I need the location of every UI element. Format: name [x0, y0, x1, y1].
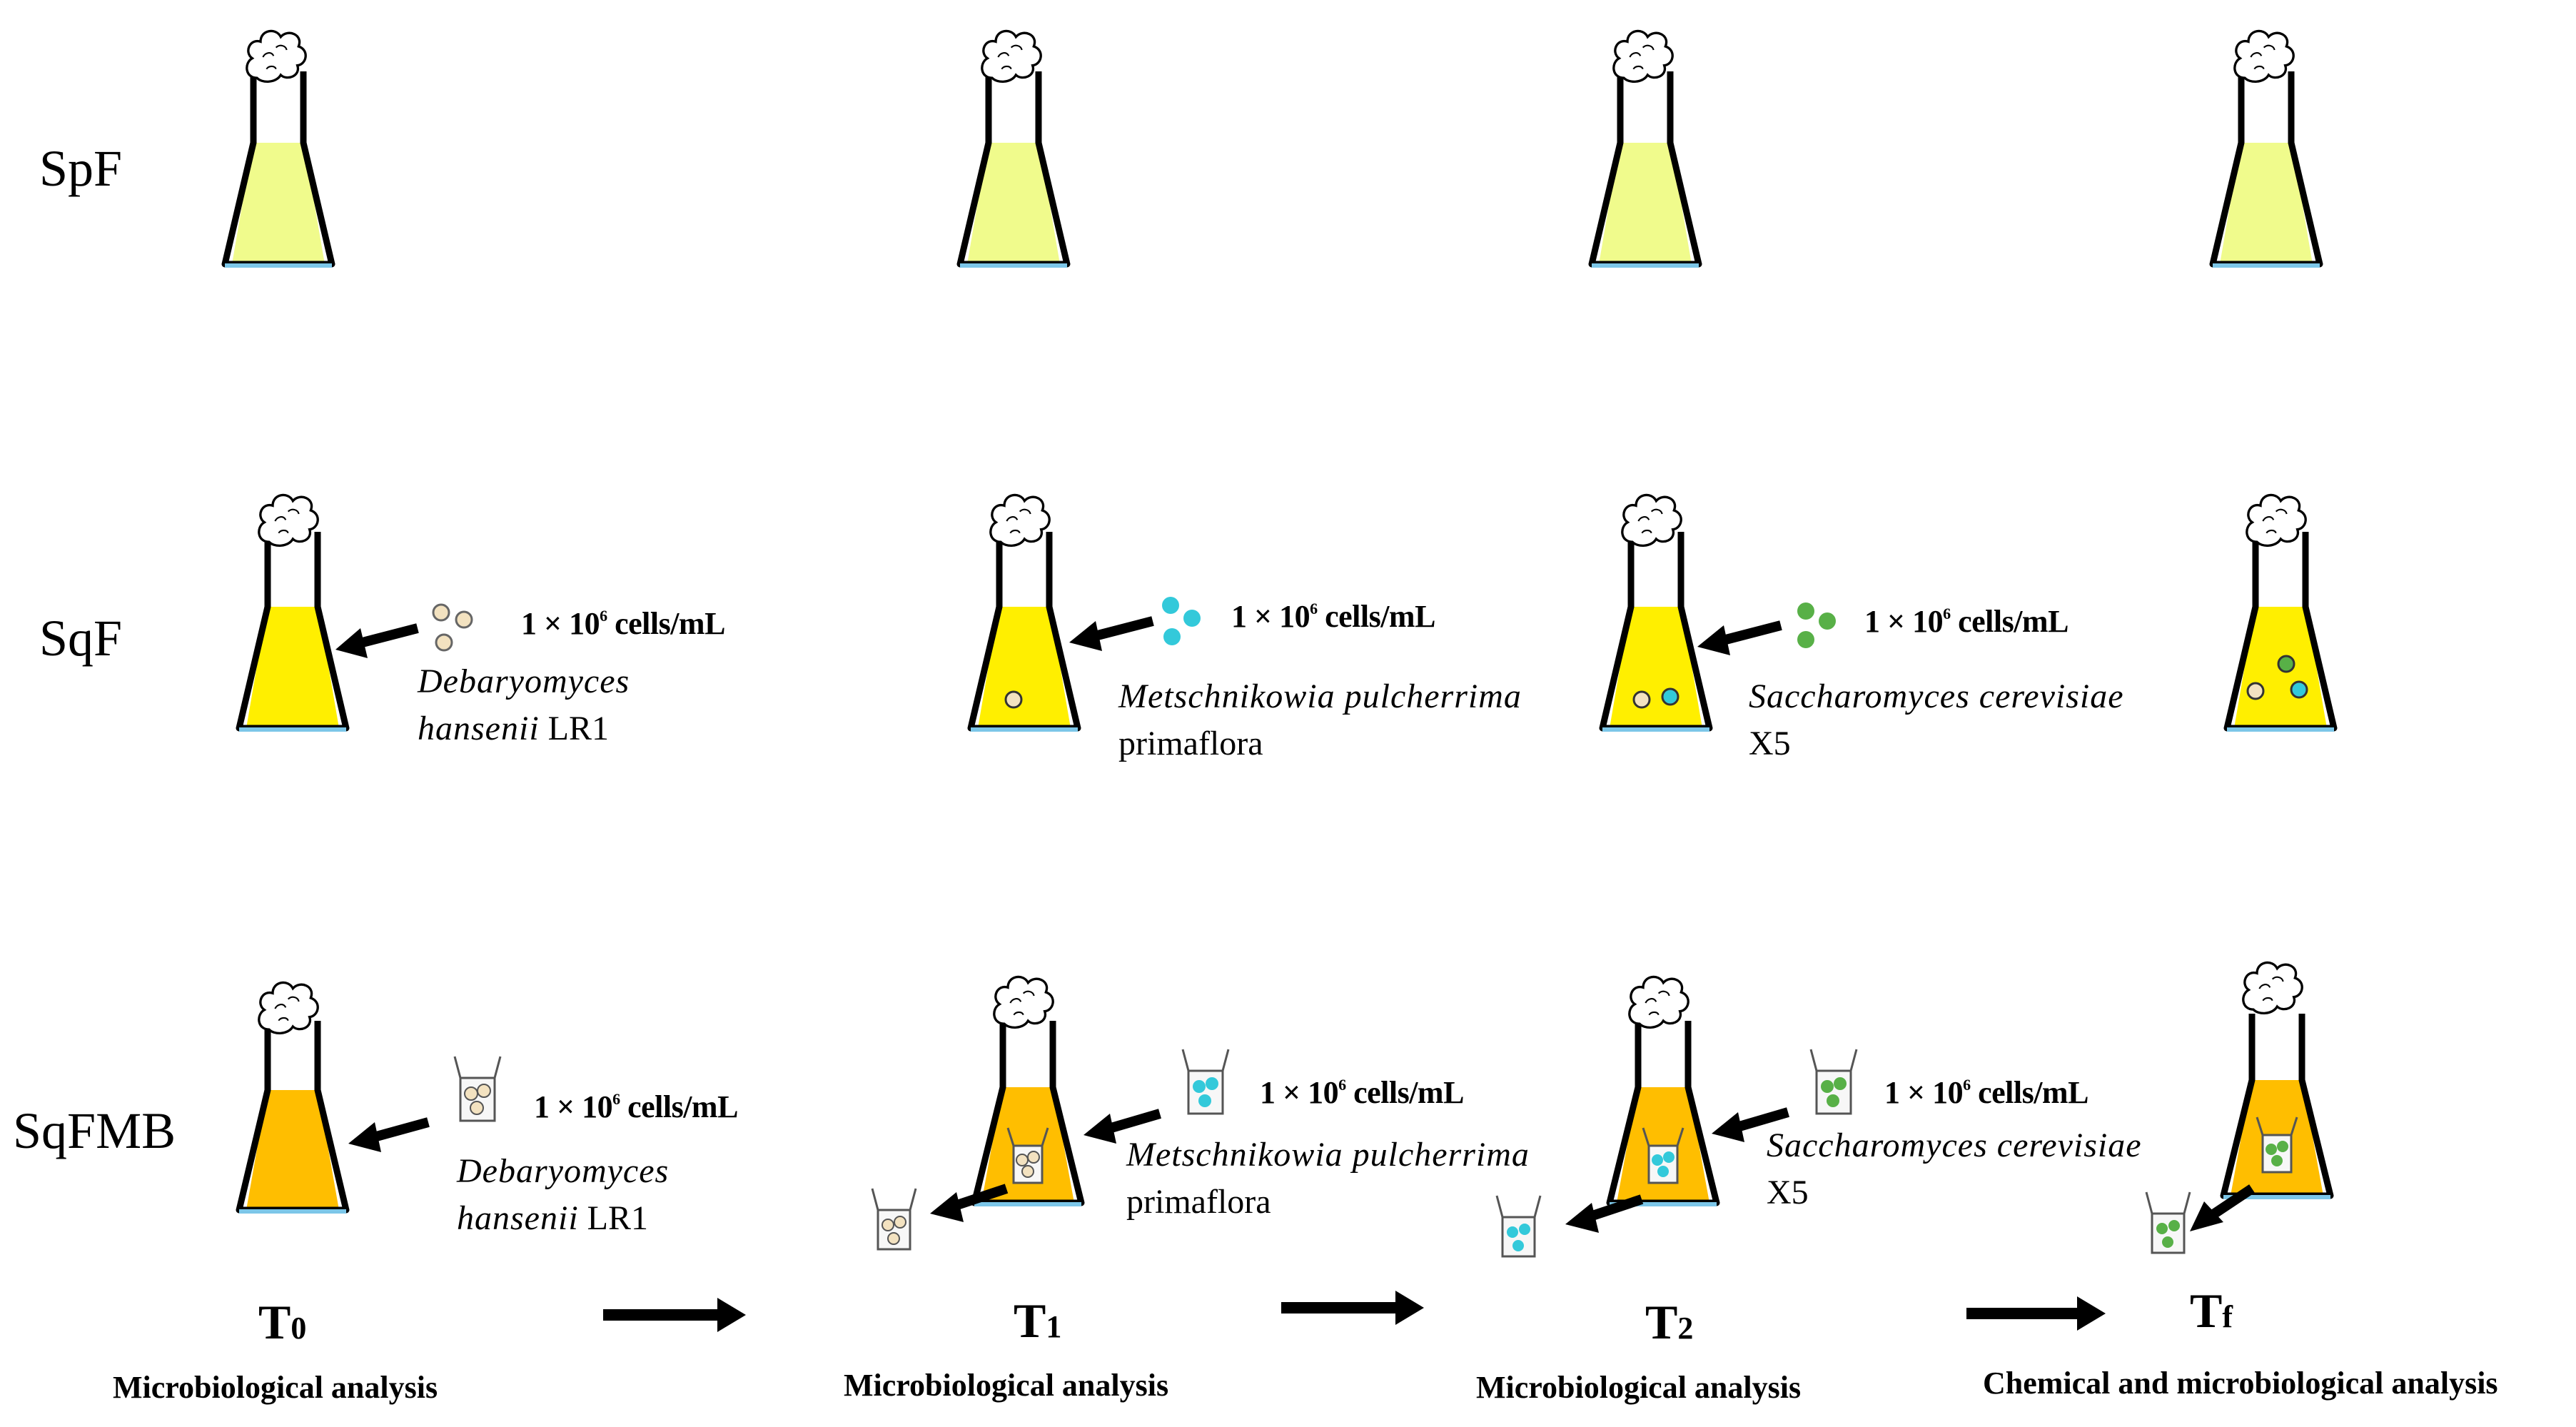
yeast-cell-icon	[2290, 680, 2308, 699]
arrow-icon	[1281, 1291, 1424, 1325]
erlenmeyer-flask-icon	[2223, 493, 2338, 732]
row-label-sqf: SqF	[39, 610, 123, 667]
yeast-cell-icon	[1632, 690, 1651, 709]
arrow-icon	[930, 1184, 1009, 1222]
erlenmeyer-flask-icon	[236, 493, 350, 732]
analysis-label-t0: Microbiological analysis	[113, 1370, 438, 1405]
membrane-bag-icon	[871, 1188, 917, 1251]
species-label-metschnikowia: Metschnikowia pulcherrima primaflora	[1118, 677, 1522, 762]
membrane-bag-icon	[1495, 1195, 1542, 1258]
arrow-icon	[1966, 1296, 2106, 1331]
membrane-bag-icon	[2256, 1116, 2298, 1174]
arrow-icon	[2190, 1184, 2255, 1231]
yeast-cell-icon	[1004, 690, 1023, 709]
erlenmeyer-flask-icon	[1588, 29, 1702, 268]
arrow-icon	[1697, 620, 1782, 655]
row-label-sqfmb: SqFMB	[13, 1102, 176, 1159]
concentration-label: 1 × 106 cells/mL	[1884, 1075, 2088, 1110]
erlenmeyer-flask-icon	[221, 29, 335, 268]
arrow-icon	[1712, 1107, 1789, 1142]
membrane-bag-icon	[453, 1056, 502, 1122]
spf-flasks	[221, 29, 2323, 268]
concentration-label: 1 × 106 cells/mL	[521, 606, 725, 641]
erlenmeyer-flask-icon	[967, 493, 1081, 732]
species-label-debaryomyces: Debaryomyces hansenii LR1	[418, 662, 630, 747]
species-label-saccharomyces: Saccharomyces cerevisiae X5	[1749, 677, 2124, 762]
dh-cells	[432, 603, 473, 652]
arrow-icon	[335, 623, 419, 658]
yeast-cell-icon	[2246, 682, 2265, 700]
arrow-icon	[603, 1298, 746, 1332]
analysis-label-t1: Microbiological analysis	[844, 1368, 1169, 1403]
erlenmeyer-flask-icon	[1599, 493, 1713, 732]
concentration-label: 1 × 106 cells/mL	[1864, 604, 2069, 639]
mp-cells	[1162, 597, 1201, 645]
membrane-bag-icon	[2145, 1191, 2191, 1254]
row-label-spf: SpF	[39, 140, 123, 197]
sc-cells	[1797, 602, 1836, 648]
membrane-bag-icon	[1181, 1049, 1230, 1115]
timeline-arrows	[603, 1291, 2106, 1332]
timepoint-label-t2: T2	[1645, 1295, 1694, 1349]
erlenmeyer-flask-icon	[956, 29, 1071, 268]
yeast-cell-icon	[2277, 655, 2295, 673]
analysis-label-t2: Microbiological analysis	[1476, 1370, 1802, 1405]
species-label-metschnikowia: Metschnikowia pulcherrima primaflora	[1126, 1136, 1530, 1221]
concentration-label: 1 × 106 cells/mL	[534, 1089, 738, 1124]
species-label-saccharomyces: Saccharomyces cerevisiae X5	[1767, 1126, 2142, 1211]
erlenmeyer-flask-icon	[2220, 961, 2334, 1199]
arrow-icon	[1565, 1194, 1644, 1233]
timepoint-label-tf: Tf	[2190, 1284, 2233, 1338]
timepoint-label-t0: T0	[258, 1295, 307, 1349]
arrow-icon	[348, 1117, 430, 1152]
concentration-label: 1 × 106 cells/mL	[1260, 1075, 1464, 1110]
erlenmeyer-flask-icon	[1606, 975, 1720, 1206]
arrow-icon	[1069, 616, 1154, 651]
erlenmeyer-flask-icon	[2209, 29, 2323, 268]
concentration-label: 1 × 106 cells/mL	[1231, 599, 1435, 634]
analysis-label-tf: Chemical and microbiological analysis	[1983, 1366, 2498, 1401]
membrane-bag-icon	[1006, 1127, 1049, 1184]
erlenmeyer-flask-icon	[971, 975, 1085, 1206]
yeast-cell-icon	[1661, 687, 1680, 706]
sqf-flasks	[236, 493, 2338, 732]
membrane-bag-icon	[1642, 1127, 1684, 1184]
arrow-icon	[1084, 1109, 1161, 1144]
sqfmb-flasks	[236, 961, 2334, 1214]
timepoint-label-t1: T1	[1014, 1294, 1062, 1348]
sqfmb-inoculations	[348, 1049, 2255, 1258]
sqf-inoculations	[335, 597, 1836, 658]
species-label-debaryomyces: Debaryomyces hansenii LR1	[457, 1152, 670, 1237]
membrane-bag-icon	[1809, 1049, 1858, 1115]
erlenmeyer-flask-icon	[236, 981, 350, 1214]
